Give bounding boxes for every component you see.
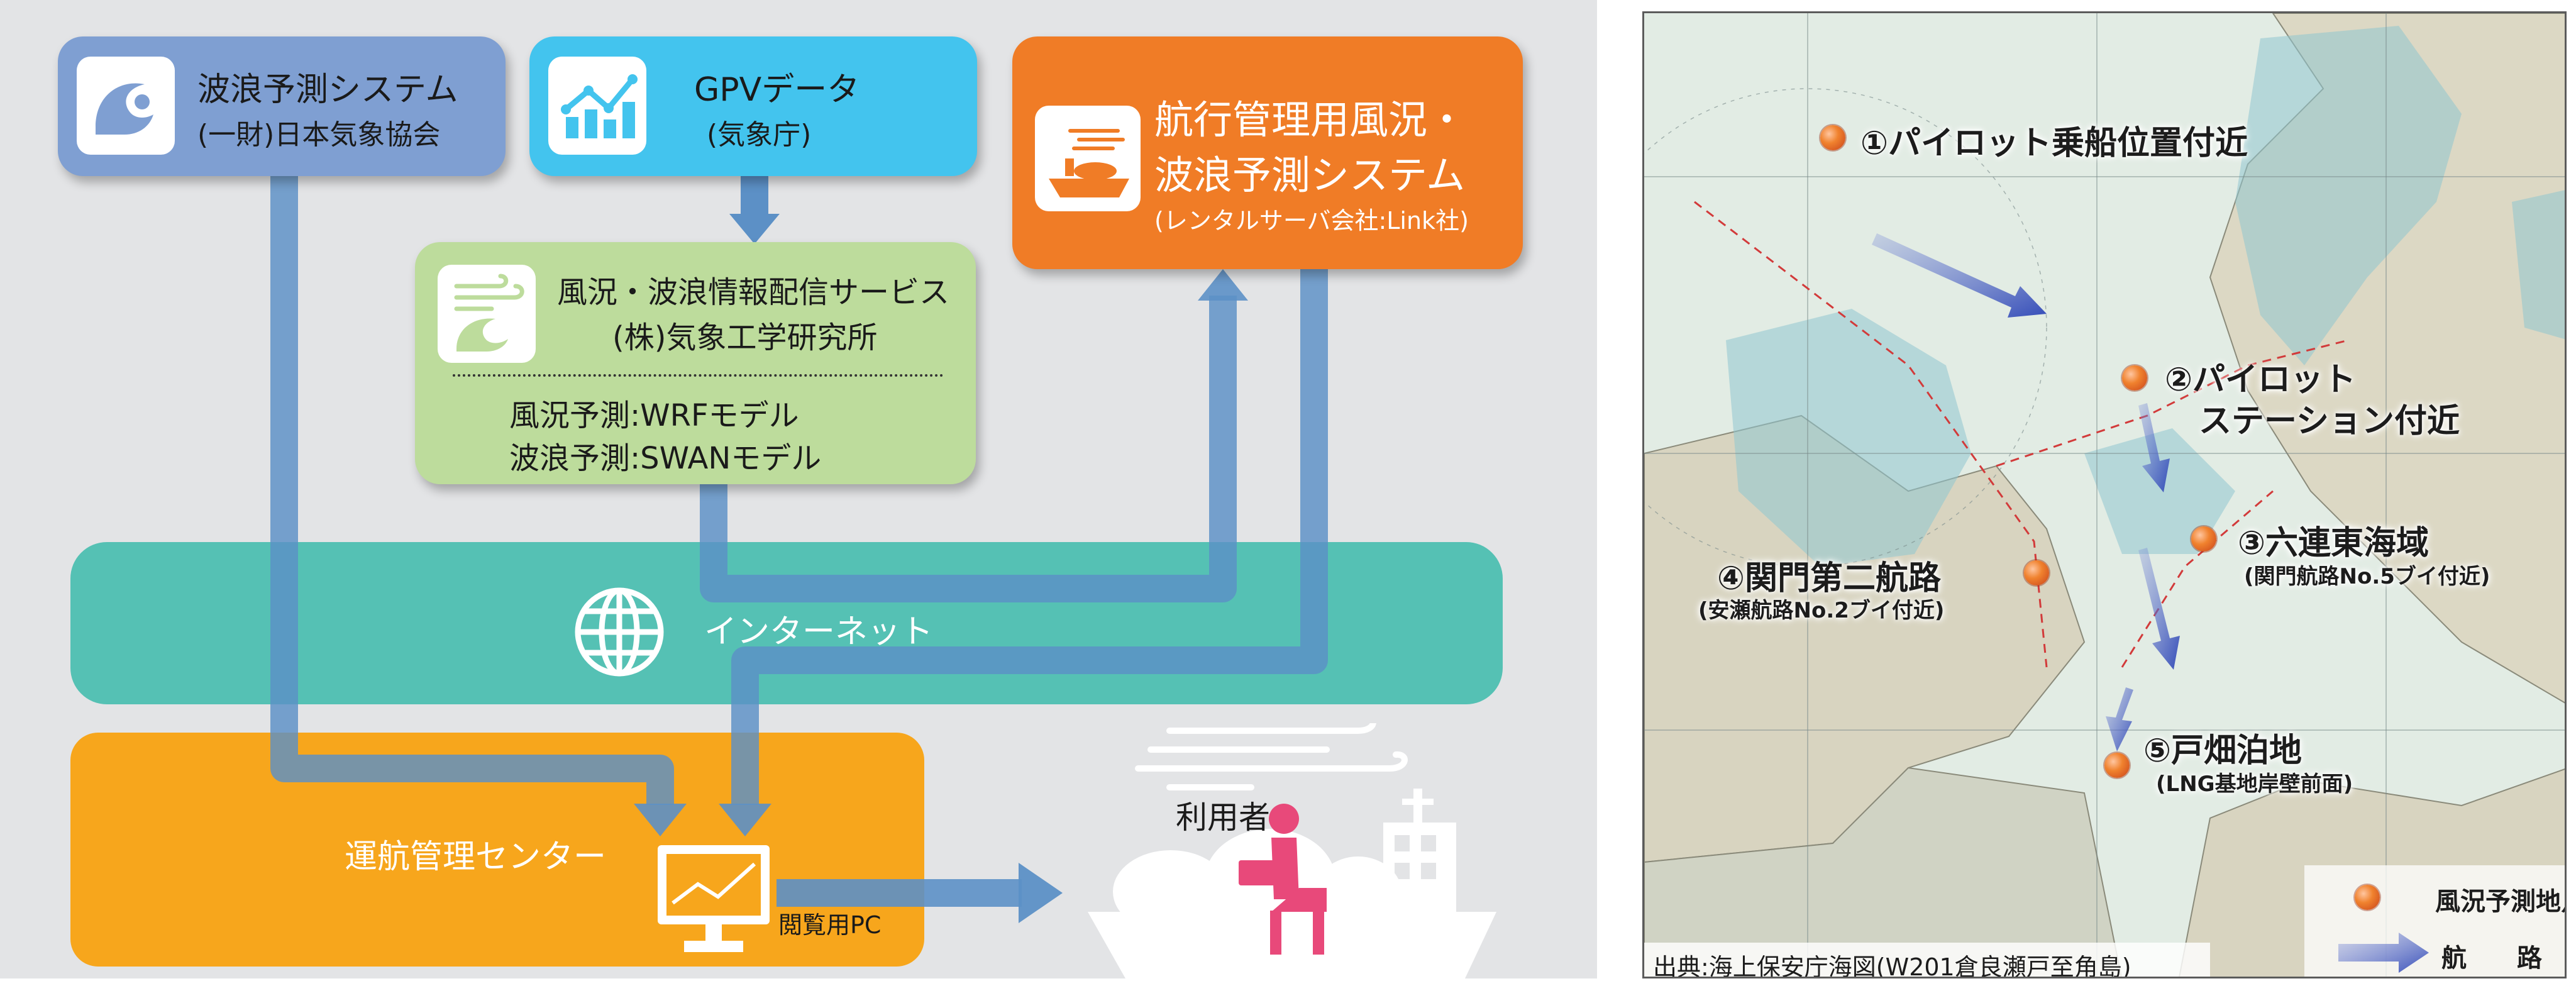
forecast-point-4: [2024, 560, 2049, 585]
point-2-label: ②パイロット: [2165, 361, 2357, 399]
gpv-box: GPVデータ (気象庁): [529, 36, 977, 176]
legend-route-label: 航 路: [2441, 944, 2542, 973]
monitor-icon: [654, 843, 773, 960]
point-4-label: ④関門第二航路: [1717, 560, 1942, 597]
forecast-point-2: [2122, 365, 2147, 391]
service-model-wave: 波浪予測:SWANモデル: [509, 441, 822, 476]
arrowhead-pc-left: [634, 804, 687, 836]
forecast-point-5: [2104, 753, 2130, 778]
arrowhead-pc-right: [719, 804, 771, 836]
arrow-service-to-nav: [700, 296, 1237, 602]
arrowhead-nav: [1198, 269, 1248, 301]
wave-icon: [77, 57, 175, 155]
pc-label: 閲覧用PC: [778, 911, 882, 939]
wave-system-org: (一財)日本気象協会: [197, 119, 441, 151]
service-org: (株)気象工学研究所: [612, 320, 878, 355]
chart-background: [1644, 13, 2565, 977]
wave-system-title: 波浪予測システム: [197, 71, 458, 109]
forecast-point-3: [2191, 526, 2216, 551]
user-label: 利用者: [1176, 799, 1270, 836]
point-1-label: ①パイロット乗船位置付近: [1860, 125, 2248, 162]
wave-system-box: 波浪予測システム (一財)日本気象協会: [58, 36, 506, 176]
arrow-wave-to-pc: [270, 176, 674, 805]
map-source: 出典:海上保安庁海図(W201倉良瀬戸至角島): [1653, 953, 2131, 978]
legend-point-icon: [2355, 885, 2380, 910]
user-ship-illustration: [1088, 714, 1515, 978]
nautical-chart: ①パイロット乗船位置付近 ②パイロット ステーション付近 ③六連東海域 (関門航…: [1642, 11, 2567, 978]
wind-wave-icon: [438, 265, 536, 363]
point-3-sub: (関門航路No.5ブイ付近): [2244, 564, 2490, 589]
arrowhead-user: [1019, 863, 1063, 923]
internet-band: [70, 542, 1503, 704]
point-3-label: ③六連東海域: [2238, 524, 2430, 562]
arrowhead-gpv: [729, 214, 780, 244]
point-5-sub: (LNG基地岸壁前面): [2156, 772, 2353, 797]
globe-icon: [572, 585, 666, 679]
legend-route-arrow: [2338, 933, 2429, 973]
ship-cloud-icon: [1035, 106, 1141, 211]
route-arrows: [1872, 233, 2180, 751]
point-5-label: ⑤戸畑泊地: [2143, 732, 2302, 770]
service-title: 風況・波浪情報配信サービス: [557, 275, 950, 310]
center-label: 運航管理センター: [345, 838, 607, 876]
service-model-wind: 風況予測:WRFモデル: [509, 398, 799, 433]
system-diagram: 波浪予測システム (一財)日本気象協会 GPVデータ (気象庁): [0, 0, 1597, 978]
arrow-nav-to-pc: [731, 264, 1328, 805]
nav-system-box: 航行管理用風況・ 波浪予測システム (レンタルサーバ会社:Link社): [1012, 36, 1523, 269]
service-divider: [453, 374, 943, 377]
nav-system-title-2: 波浪予測システム: [1154, 152, 1466, 198]
legend-point-label: 風況予測地点: [2435, 887, 2565, 916]
forecast-point-1: [1820, 125, 1845, 150]
internet-label: インターネット: [704, 613, 934, 651]
gpv-org: (気象庁): [707, 119, 812, 151]
nav-system-org: (レンタルサーバ会社:Link社): [1154, 207, 1469, 235]
point-4-sub: (安瀬航路No.2ブイ付近): [1698, 598, 1945, 623]
service-box: 風況・波浪情報配信サービス (株)気象工学研究所 風況予測:WRFモデル 波浪予…: [415, 242, 976, 484]
gpv-title: GPVデータ: [694, 71, 860, 109]
point-2-label-line2: ステーション付近: [2199, 402, 2460, 440]
nav-system-title-1: 航行管理用風況・: [1154, 97, 1467, 143]
chart-icon: [548, 57, 646, 155]
flow-arrows: [270, 176, 1328, 923]
